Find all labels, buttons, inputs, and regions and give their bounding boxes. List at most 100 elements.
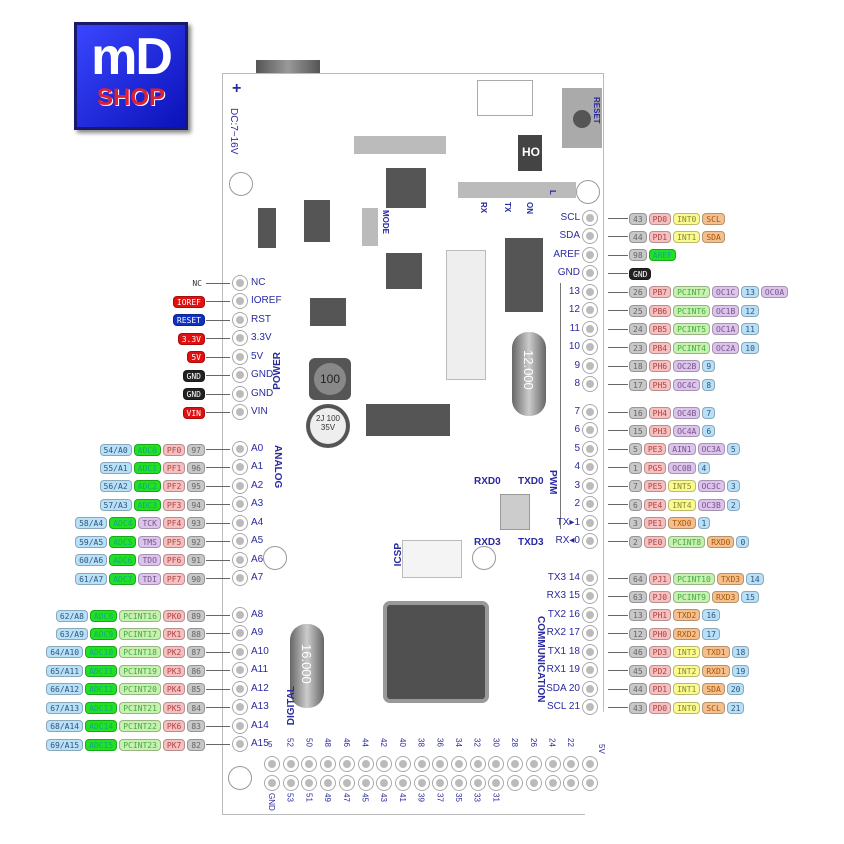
header-pin[interactable] <box>582 459 598 476</box>
header-pin[interactable] <box>232 607 248 623</box>
header-pin[interactable] <box>582 422 598 439</box>
header-pin[interactable] <box>282 775 299 791</box>
header-pin[interactable] <box>582 680 598 697</box>
header-pin[interactable] <box>320 775 337 791</box>
header-pin[interactable] <box>413 775 430 791</box>
header-pin[interactable] <box>232 533 248 550</box>
header-pin[interactable] <box>232 570 248 587</box>
header-pin[interactable] <box>582 246 598 263</box>
header-pin[interactable] <box>488 775 505 791</box>
header-pin[interactable] <box>582 357 598 374</box>
bottom-pin-label: 26 <box>528 738 538 747</box>
header-pin[interactable] <box>582 320 598 337</box>
header-pin[interactable] <box>582 643 598 660</box>
header-pin[interactable] <box>582 228 598 245</box>
serial-switch[interactable] <box>500 494 530 530</box>
pin-tag-adc: ADC13 <box>85 701 118 714</box>
leader-line <box>206 356 230 358</box>
reset-button[interactable] <box>562 88 602 148</box>
pin-tag-ard: 60/A6 <box>75 554 108 567</box>
header-pin[interactable] <box>232 459 248 476</box>
header-pin[interactable] <box>582 533 598 550</box>
header-pin[interactable] <box>582 699 598 716</box>
header-pin[interactable] <box>469 775 486 791</box>
header-pin[interactable] <box>232 625 248 642</box>
dip-switch[interactable] <box>366 404 450 436</box>
pin-tag-adc: ADC5 <box>109 535 137 548</box>
header-pin[interactable] <box>232 293 248 310</box>
header-pin[interactable] <box>232 441 248 457</box>
header-pin[interactable] <box>582 283 598 300</box>
header-pin[interactable] <box>582 625 598 642</box>
header-pin[interactable] <box>582 514 598 531</box>
header-pin[interactable] <box>582 440 598 457</box>
header-pin[interactable] <box>357 775 374 791</box>
header-pin[interactable] <box>232 551 248 568</box>
header-pin[interactable] <box>413 756 430 772</box>
pin-tag-num: 82 <box>187 738 205 751</box>
header-pin[interactable] <box>282 756 299 772</box>
header-pin[interactable] <box>582 662 598 679</box>
header-pin[interactable] <box>232 680 248 697</box>
header-pin[interactable] <box>232 367 248 384</box>
header-pin[interactable] <box>544 756 561 772</box>
header-pin[interactable] <box>451 756 467 772</box>
header-pin[interactable] <box>232 311 248 328</box>
header-pin[interactable] <box>582 376 598 393</box>
header-pin[interactable] <box>525 775 542 791</box>
header-pin[interactable] <box>432 775 449 791</box>
header-pin[interactable] <box>544 775 561 791</box>
resistor-row <box>354 136 446 154</box>
header-pin[interactable] <box>582 265 598 282</box>
header-pin[interactable] <box>301 756 318 772</box>
header-pin[interactable] <box>563 756 580 772</box>
header-pin[interactable] <box>376 756 393 772</box>
header-pin[interactable] <box>432 756 449 772</box>
header-pin[interactable] <box>232 385 248 402</box>
header-pin[interactable] <box>232 699 248 716</box>
header-pin[interactable] <box>232 514 248 531</box>
header-pin[interactable] <box>301 775 318 791</box>
header-pin[interactable] <box>451 775 467 791</box>
header-pin[interactable] <box>232 643 248 660</box>
header-pin[interactable] <box>582 302 598 319</box>
header-pin[interactable] <box>581 775 598 791</box>
header-pin[interactable] <box>264 775 280 791</box>
header-pin[interactable] <box>232 404 248 421</box>
header-pin[interactable] <box>582 339 598 356</box>
header-pin[interactable] <box>232 662 248 679</box>
header-pin[interactable] <box>507 756 524 772</box>
header-pin[interactable] <box>394 756 411 772</box>
header-pin[interactable] <box>582 210 598 226</box>
header-pin[interactable] <box>232 717 248 734</box>
header-pin[interactable] <box>232 275 248 291</box>
header-pin[interactable] <box>582 477 598 494</box>
header-pin[interactable] <box>525 756 542 772</box>
header-pin[interactable] <box>232 330 248 347</box>
header-pin[interactable] <box>488 756 505 772</box>
header-pin[interactable] <box>582 606 598 623</box>
header-pin[interactable] <box>582 588 598 605</box>
mode-button[interactable] <box>362 208 378 246</box>
header-pin[interactable] <box>338 756 355 772</box>
header-pin[interactable] <box>264 756 280 772</box>
icsp-header[interactable] <box>402 540 462 578</box>
header-pin[interactable] <box>581 756 598 772</box>
header-pin[interactable] <box>394 775 411 791</box>
header-pin[interactable] <box>582 570 598 586</box>
header-pin[interactable] <box>582 496 598 513</box>
header-pin[interactable] <box>232 477 248 494</box>
header-pin[interactable] <box>338 775 355 791</box>
header-pin[interactable] <box>469 756 486 772</box>
header-pin[interactable] <box>376 775 393 791</box>
header-pin[interactable] <box>320 756 337 772</box>
header-pin[interactable] <box>563 775 580 791</box>
header-pin[interactable] <box>582 404 598 420</box>
header-pin[interactable] <box>507 775 524 791</box>
header-pin[interactable] <box>357 756 374 772</box>
header-pin[interactable] <box>232 736 248 753</box>
header-pin[interactable] <box>232 496 248 513</box>
header-pin[interactable] <box>232 348 248 365</box>
